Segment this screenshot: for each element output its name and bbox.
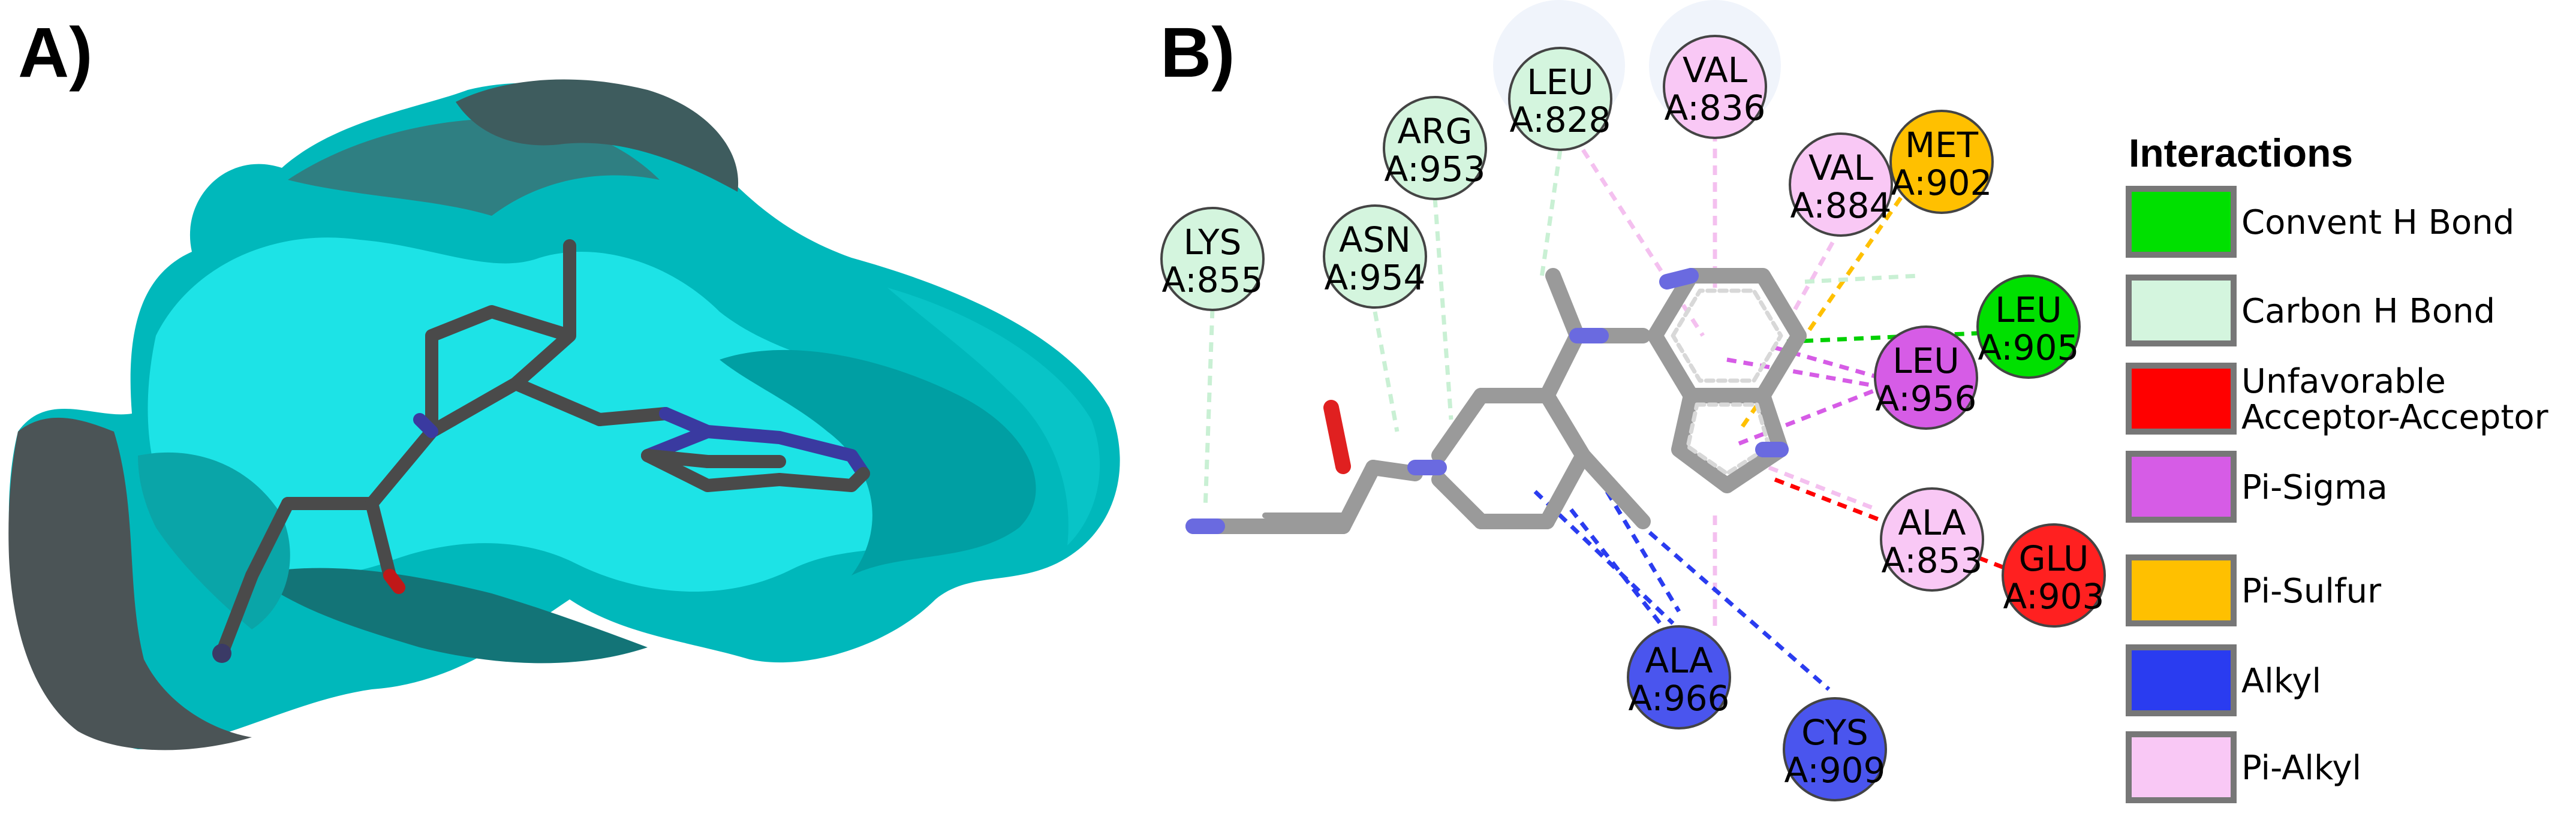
residue-name: VAL	[1808, 147, 1873, 188]
residue-disc	[1874, 325, 1978, 430]
residue-name: LEU	[1892, 340, 1959, 381]
residue-chain: A:828	[1510, 100, 1611, 140]
pocket-top-cap	[456, 79, 739, 192]
residue-disc	[1160, 207, 1265, 311]
legend-label: Convent H Bond	[2241, 203, 2514, 242]
pocket-bottom-fold	[252, 568, 648, 664]
residue-name: ALA	[1898, 502, 1966, 543]
legend-swatch	[2126, 731, 2237, 803]
residue-disc	[1783, 697, 1887, 801]
residue-chain: A:853	[1882, 540, 1983, 581]
legend-swatch	[2126, 275, 2237, 346]
residue-chain: A:954	[1325, 257, 1426, 298]
legend-title: Interactions	[2129, 131, 2353, 175]
panel-a-label: A)	[18, 13, 93, 92]
pocket-right-fold	[720, 349, 1036, 575]
legend-label-line2: Acceptor-Acceptor	[2241, 398, 2549, 437]
legend-item: Carbon H Bond	[2126, 275, 2495, 346]
legend-item: Convent H Bond	[2126, 186, 2514, 258]
residue-name: GLU	[2019, 538, 2089, 579]
residue-name: CYS	[1801, 712, 1868, 753]
legend-label: Alkyl	[2241, 662, 2321, 701]
panel-b-label: B)	[1160, 13, 1235, 92]
legend-swatch	[2126, 363, 2237, 435]
residue-name: MET	[1905, 125, 1979, 165]
residue-chain: A:953	[1385, 149, 1486, 189]
legend-label: Carbon H Bond	[2241, 292, 2495, 331]
residue-name: LEU	[1995, 290, 2062, 330]
residue-disc	[1627, 625, 1731, 729]
residue-chain: A:855	[1162, 260, 1263, 300]
residue-disc	[1976, 275, 2081, 379]
residue-disc	[1880, 487, 1984, 592]
residue-chain: A:884	[1790, 185, 1892, 226]
legend-label: Pi-Sulfur	[2241, 572, 2382, 611]
pocket-dark-left	[8, 417, 252, 750]
residue-disc	[1383, 96, 1487, 200]
legend-swatch	[2126, 554, 2237, 626]
legend-item: Pi-Sulfur	[2126, 554, 2382, 626]
residue-name: VAL	[1683, 50, 1747, 91]
residue-chain: A:836	[1665, 88, 1766, 128]
ligand-2d-structure	[1185, 268, 1807, 534]
residue-chain: A:905	[1978, 327, 2080, 368]
panel-a-binding-pocket	[8, 79, 1120, 750]
legend-label: Pi-Alkyl	[2241, 749, 2361, 788]
residue-disc	[1789, 132, 1893, 237]
residue-name: LEU	[1527, 62, 1593, 102]
residue-chain: A:956	[1876, 378, 1977, 419]
residue-disc	[1889, 110, 1994, 214]
legend-item: Pi-Alkyl	[2126, 731, 2361, 803]
ligand-stick-model	[212, 239, 870, 663]
residue-chain: A:902	[1891, 162, 1993, 203]
residue-chain: A:909	[1784, 750, 1886, 791]
legend-item: Pi-Sigma	[2126, 451, 2388, 523]
legend-item: Alkyl	[2126, 644, 2321, 716]
legend-swatch	[2126, 186, 2237, 258]
pocket-right-edge	[887, 288, 1100, 545]
residue-layer: LYSA:855ASNA:954ARGA:953LEUA:828VALA:836…	[1160, 35, 2106, 801]
residue-name: ASN	[1339, 219, 1411, 260]
residue-name: ARG	[1398, 111, 1473, 152]
residue-chain: A:903	[2003, 576, 2105, 617]
panel-b-interaction-diagram: LYSA:855ASNA:954ARGA:953LEUA:828VALA:836…	[1160, 0, 2549, 803]
residue-chain: A:966	[1629, 678, 1730, 719]
residue-disc	[2002, 523, 2106, 628]
legend-swatch	[2126, 644, 2237, 716]
legend-label: Pi-Sigma	[2241, 468, 2388, 507]
residue-disc	[1323, 204, 1427, 309]
residue-disc	[1663, 35, 1767, 139]
residue-name: ALA	[1645, 640, 1713, 681]
legend-label: Unfavorable	[2241, 362, 2446, 401]
residue-name: LYS	[1184, 222, 1242, 263]
legend-swatch	[2126, 451, 2237, 523]
residue-disc	[1508, 47, 1612, 151]
